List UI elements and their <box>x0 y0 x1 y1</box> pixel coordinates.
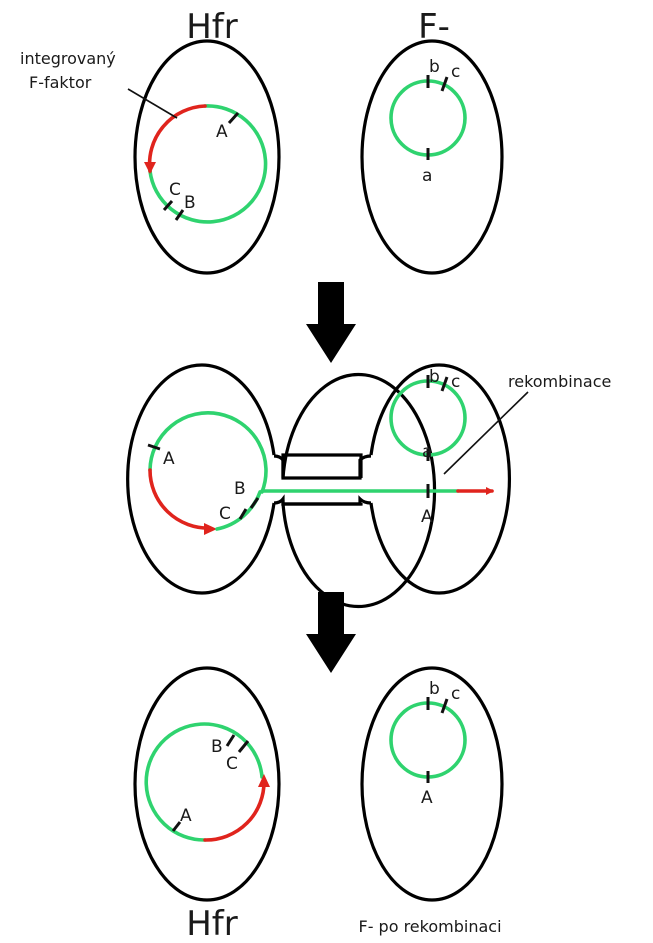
gene-marker-b-hfr3 <box>225 734 236 747</box>
gene-marker-c-hfr3 <box>237 740 250 753</box>
gene-marker-c-fminus1 <box>440 76 449 92</box>
hfr-cell-3 <box>133 666 281 902</box>
mating-bridge-top <box>273 454 372 480</box>
gene-label-b-fminus2: b <box>429 367 440 387</box>
hfr-chromosome-3 <box>144 722 264 842</box>
gene-label-c-hfr2: C <box>219 504 231 524</box>
gene-label-a-hfr3: A <box>180 806 192 826</box>
process-arrow-2 <box>306 592 356 673</box>
gene-marker-c-fminus2 <box>440 376 449 392</box>
gene-marker-a-hfr2 <box>147 443 161 451</box>
fminus-cell-1 <box>360 39 504 275</box>
gene-label-a-fminus3: A <box>421 788 433 808</box>
fminus-title-bottom: F- po rekombinaci <box>358 917 501 936</box>
process-arrow-1 <box>306 282 356 363</box>
gene-label-c-fminus3: c <box>451 684 460 704</box>
hfr-cell-1 <box>133 39 281 275</box>
callout-pointer-1 <box>127 88 178 119</box>
f-factor-3 <box>203 779 266 842</box>
fminus-cell-2-outline <box>369 363 512 595</box>
mating-bridge-bottom <box>273 494 372 506</box>
fminus-cell-3 <box>360 666 504 902</box>
gene-label-a-hfr1: A <box>216 122 228 142</box>
callout-line-2: F-faktor <box>29 73 92 92</box>
gene-label-a-fminus1: a <box>422 166 432 186</box>
gene-marker-a-hfr1 <box>227 111 240 125</box>
gene-label-b-fminus1: b <box>429 57 440 77</box>
gene-label-a-hfr2: A <box>163 449 175 469</box>
gene-marker-b-hfr2 <box>249 497 260 509</box>
gene-marker-c-hfr2 <box>238 508 248 520</box>
f-factor-arrowhead-1 <box>144 162 156 174</box>
fminus-chromosome-3 <box>389 701 467 779</box>
gene-label-c-hfr1: C <box>169 180 181 200</box>
f-factor-arrowhead-3 <box>258 774 270 787</box>
gene-label-b-fminus3: b <box>429 679 440 699</box>
gene-label-c-hfr3: C <box>226 754 238 774</box>
callout-recombination: rekombinace <box>508 372 611 391</box>
gene-marker-a-hfr3 <box>171 821 182 832</box>
gene-label-a-fminus2: a <box>422 442 432 462</box>
hfr-title-bottom: Hfr <box>186 904 238 943</box>
callout-line-1: integrovaný <box>20 49 116 68</box>
f-factor-2 <box>148 468 212 530</box>
gene-label-b-hfr2: B <box>234 479 246 499</box>
gene-label-b-hfr1: B <box>184 193 196 213</box>
callout-integrated-f-factor: integrovaný F-faktor <box>20 49 121 92</box>
f-factor-1 <box>147 104 207 173</box>
gene-marker-c-hfr1 <box>162 200 174 211</box>
gene-label-b-hfr3: B <box>211 737 223 757</box>
hfr-cell-2-outline <box>126 363 276 595</box>
f-factor-arrowhead-2 <box>204 523 217 535</box>
hfr-chromosome-2 <box>148 411 268 494</box>
gene-label-c-fminus1: c <box>451 62 460 82</box>
gene-label-a-transferred: A <box>421 507 433 527</box>
callout-pointer-2 <box>443 391 529 475</box>
fminus-chromosome-1 <box>389 79 467 157</box>
gene-marker-b-hfr1 <box>174 209 185 221</box>
gene-marker-c-fminus3 <box>440 698 449 714</box>
gene-label-c-fminus2: c <box>451 372 460 392</box>
